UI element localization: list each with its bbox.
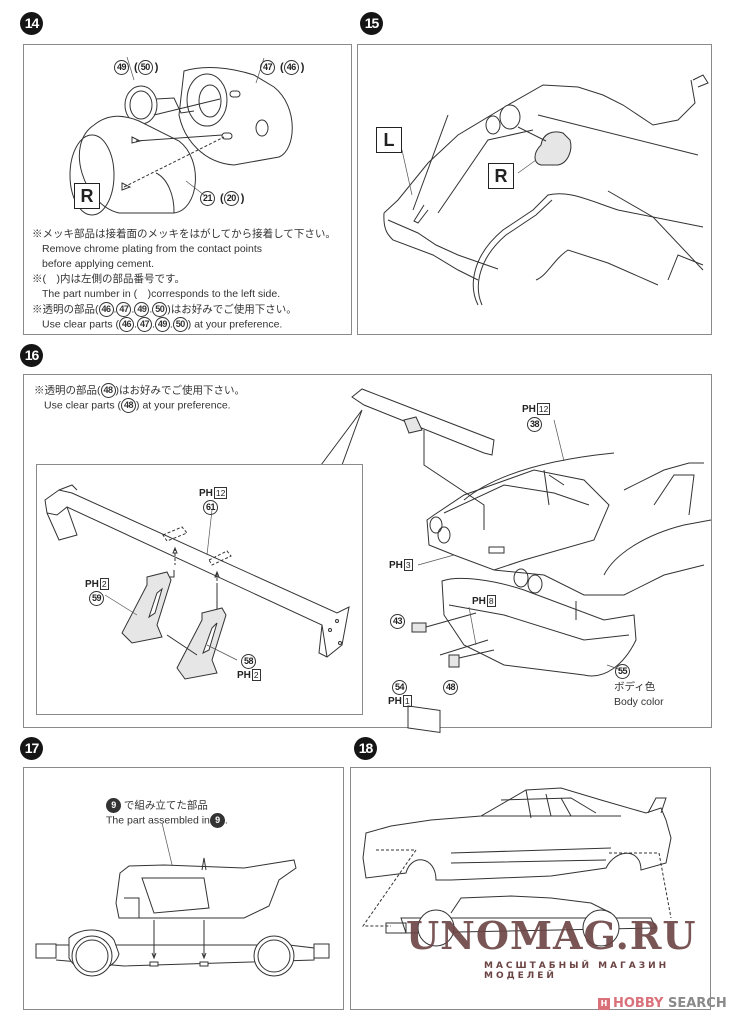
step-14-notes: ※メッキ部品は接着面のメッキをはがしてから接着して下さい。 Remove chr… xyxy=(32,227,336,333)
note-clear-parts-en: Use clear parts (46.47.49.50) at your pr… xyxy=(42,317,283,333)
side-label-right: R xyxy=(488,163,514,189)
body-color-note: ボディ色 Body color xyxy=(614,680,664,710)
rear-body-diagram xyxy=(383,74,709,306)
part-label-43: 43 xyxy=(390,614,407,629)
step-number-17: 17 xyxy=(20,737,43,760)
body-color-ja: ボディ色 xyxy=(614,681,656,693)
note-clear-part-48-en: Use clear parts (48) at your preference. xyxy=(44,398,231,414)
body-color-en: Body color xyxy=(614,696,664,708)
part-label-48: 48 xyxy=(443,680,460,695)
chassis-assembly-diagram xyxy=(35,822,330,977)
part-label-49-50: 49 (50) xyxy=(114,60,158,75)
step-15-panel: L R xyxy=(357,44,712,335)
note-chrome-en-1: Remove chrome plating from the contact p… xyxy=(42,243,263,255)
step-16-note: ※透明の部品(48)はお好みでご使用下さい。 Use clear parts (… xyxy=(34,383,245,414)
part-label-21-20: 21 (20) xyxy=(200,191,244,206)
note-left-side-en: The part number in ( )corresponds to the… xyxy=(42,288,281,300)
step-number-16: 16 xyxy=(20,344,43,367)
watermark-title: UNOMAG.RU xyxy=(406,913,697,958)
hobby-search-mark-icon: H xyxy=(598,997,610,1010)
step-14-panel: 49 (50) 47 (46) 21 (20) R ※メッキ部品は接着面のメッキ… xyxy=(23,44,352,335)
side-label-left: L xyxy=(376,127,402,153)
part-label-38: 38 xyxy=(527,417,544,432)
car-rear-bumper-diagram xyxy=(351,388,712,734)
part-label-61: 61 xyxy=(203,500,220,515)
watermark-subtitle: МАСШТАБНЫЙ МАГАЗИН МОДЕЛЕЙ xyxy=(484,961,670,981)
rear-wing-exploded-diagram xyxy=(44,484,350,680)
final-body-assembly-diagram xyxy=(362,787,672,947)
note-clear-parts-ja: ※透明の部品(46.47.49.50)はお好みでご使用下さい。 xyxy=(32,302,297,317)
taillight-assembly-diagram xyxy=(69,56,293,216)
part-label-55: 55 xyxy=(615,664,632,679)
note-left-side-ja: ※( )内は左側の部品番号です。 xyxy=(32,273,185,285)
step-number-18: 18 xyxy=(354,737,377,760)
callout-lines xyxy=(320,409,363,466)
part-label-54: 54 xyxy=(392,680,409,695)
note-chrome-en-2: before applying cement. xyxy=(42,258,155,270)
note-clear-part-48-ja: ※透明の部品(48)はお好みでご使用下さい。 xyxy=(34,383,245,398)
step-number-14: 14 xyxy=(20,12,43,35)
step-number-15: 15 xyxy=(360,12,383,35)
step-16-panel: ※透明の部品(48)はお好みでご使用下さい。 Use clear parts (… xyxy=(23,374,712,734)
callout-ja: 9 で組み立てた部品 xyxy=(106,798,228,813)
step-18-panel: UNOMAG.RU МАСШТАБНЫЙ МАГАЗИН МОДЕЛЕЙ xyxy=(350,767,711,1010)
part-label-59: 59 xyxy=(89,591,106,606)
part-label-47-46: 47 (46) xyxy=(260,60,304,75)
note-chrome-ja: ※メッキ部品は接着面のメッキをはがしてから接着して下さい。 xyxy=(32,228,336,240)
part-label-58: 58 xyxy=(241,654,258,669)
side-label-right: R xyxy=(74,183,100,209)
